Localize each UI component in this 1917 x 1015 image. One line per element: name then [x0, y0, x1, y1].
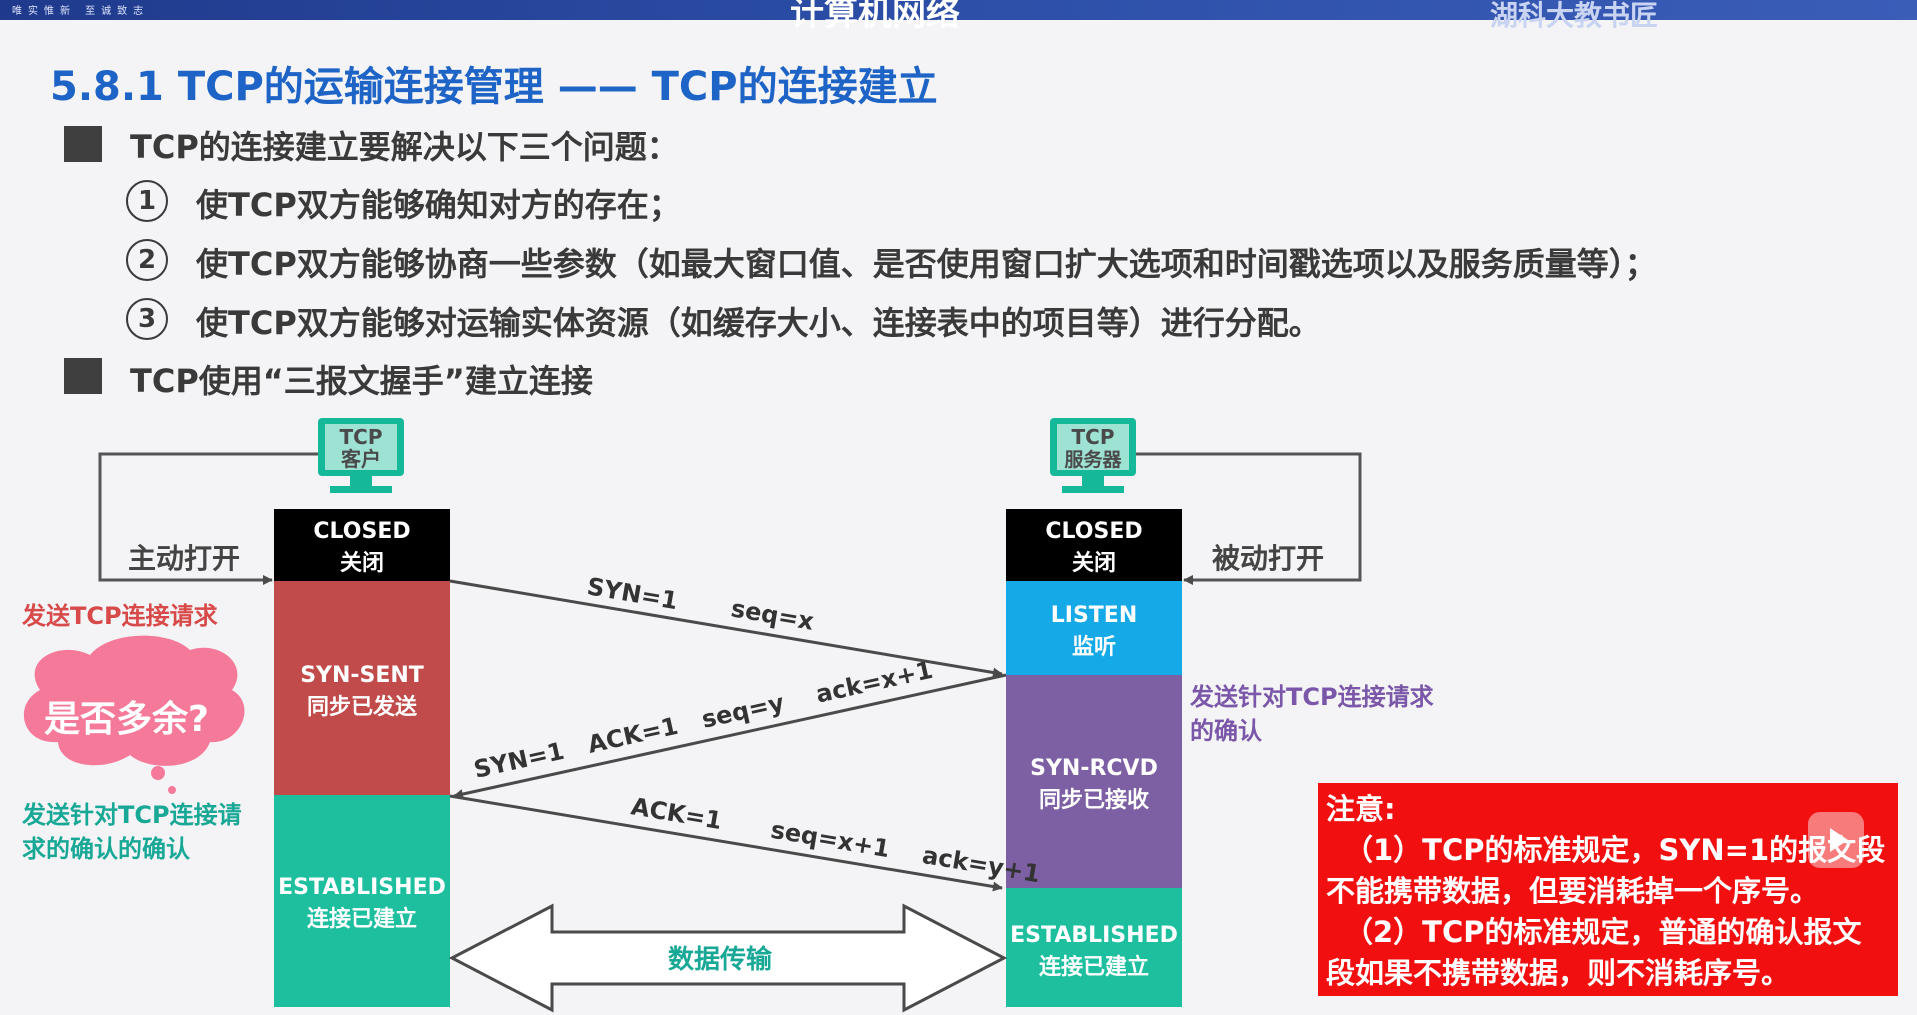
- bullet-text-1: TCP的连接建立要解决以下三个问题：: [130, 128, 679, 166]
- bullet-square: [64, 358, 102, 394]
- passive-open-arrow: [1136, 452, 1362, 585]
- video-play-icon[interactable]: [1808, 812, 1864, 868]
- server-monitor-line1: TCP: [1072, 425, 1115, 449]
- brand-watermark: 湖科大教书匠: [1490, 0, 1659, 32]
- client-state-established: [274, 795, 450, 1007]
- ack-label: ACK=1 seq=x+1 ack=y+1: [629, 792, 1042, 888]
- top-banner: 唯实惟新 至诚致志 计算机网络 湖科大教书匠: [0, 0, 1917, 34]
- ack-of-ack-label: 发送针对TCP连接请 求的确认的确认: [22, 798, 242, 866]
- data-transfer-arrow: [448, 903, 1008, 1013]
- problem-text-2: 使TCP双方能够协商一些参数（如最大窗口值、是否使用窗口扩大选项和时间戳选项以及…: [196, 245, 1657, 283]
- server-state-closed: [1006, 509, 1182, 581]
- note-line4: 段如果不携带数据，则不消耗序号。: [1326, 956, 1791, 990]
- server-ack-label: 发送针对TCP连接请求 的确认: [1190, 680, 1434, 748]
- client-state-closed: [274, 509, 450, 581]
- problem-text-1: 使TCP双方能够确知对方的存在；: [196, 186, 681, 224]
- send-request-label: 发送TCP连接请求: [22, 602, 218, 630]
- server-monitor-line2: 服务器: [1064, 448, 1122, 471]
- client-state-syn-sent: [274, 581, 450, 795]
- active-open-label: 主动打开: [128, 542, 240, 575]
- problem-text-3: 使TCP双方能够对运输实体资源（如缓存大小、连接表中的项目等）进行分配。: [196, 304, 1321, 342]
- note-heading: 注意:: [1326, 792, 1396, 826]
- bubble-text: 是否多余?: [44, 699, 209, 740]
- syn-ack-label: SYN=1 ACK=1 seq=y ack=x+1: [471, 656, 935, 784]
- client-synsent-name: SYN-SENT: [300, 663, 424, 688]
- client-established-name: ESTABLISHED: [278, 875, 446, 900]
- client-monitor-line1: TCP: [340, 425, 383, 449]
- thought-bubble: [23, 635, 245, 794]
- server-listen-cn: 监听: [1072, 634, 1116, 660]
- bullet-text-2: TCP使用“三报文握手”建立连接: [130, 362, 593, 400]
- server-closed-name: CLOSED: [1045, 519, 1142, 544]
- syn-label-a: SYN=1: [585, 572, 680, 615]
- server-state-syn-rcvd: [1006, 675, 1182, 888]
- number-circle: 1: [126, 180, 168, 222]
- syn-arrow: [449, 579, 1003, 678]
- server-closed-cn: 关闭: [1072, 551, 1116, 576]
- number-circle: 3: [126, 298, 168, 340]
- client-timeline: CLOSED 关闭 SYN-SENT 同步已发送 ESTABLISHED 连接已…: [274, 509, 450, 1007]
- server-listen-name: LISTEN: [1051, 603, 1138, 628]
- ack-of-ack-line2: 求的确认的确认: [22, 835, 190, 863]
- course-title: 计算机网络: [790, 0, 960, 34]
- client-closed-cn: 关闭: [340, 551, 384, 576]
- note-line3: （2）TCP的标准规定，普通的确认报文: [1344, 915, 1862, 949]
- client-monitor-line2: 客户: [340, 447, 381, 471]
- active-open-arrow: [98, 452, 318, 585]
- note-line1: （1）TCP的标准规定，SYN=1的报文段: [1344, 833, 1886, 867]
- server-ack-line1: 发送针对TCP连接请求: [1190, 683, 1434, 711]
- note-line2: 不能携带数据，但要消耗掉一个序号。: [1326, 874, 1820, 908]
- server-state-listen: [1006, 581, 1182, 675]
- ack-of-ack-line1: 发送针对TCP连接请: [22, 801, 242, 829]
- client-synsent-cn: 同步已发送: [307, 694, 417, 720]
- data-transfer-label: 数据传输: [668, 944, 773, 975]
- university-motto: 唯实惟新 至诚致志: [12, 6, 150, 17]
- note-box: 注意: （1）TCP的标准规定，SYN=1的报文段 不能携带数据，但要消耗掉一个…: [1318, 783, 1898, 996]
- bullet-square: [64, 126, 102, 162]
- client-closed-name: CLOSED: [313, 519, 410, 544]
- ack-arrow: [449, 794, 1003, 892]
- server-established-cn: 连接已建立: [1039, 954, 1149, 980]
- client-established-cn: 连接已建立: [307, 906, 417, 932]
- syn-ack-arrow: [453, 673, 1007, 799]
- server-monitor-icon: TCP 服务器: [1050, 418, 1136, 493]
- server-state-established: [1006, 888, 1182, 1007]
- server-established-name: ESTABLISHED: [1010, 923, 1178, 948]
- passive-open-label: 被动打开: [1212, 542, 1324, 575]
- number-circle: 2: [126, 239, 168, 281]
- server-synrcvd-name: SYN-RCVD: [1030, 756, 1158, 781]
- server-ack-line2: 的确认: [1190, 717, 1262, 745]
- client-monitor-icon: TCP 客户: [318, 418, 404, 493]
- server-synrcvd-cn: 同步已接收: [1039, 787, 1149, 813]
- slide-title: 5.8.1 TCP的运输连接管理 —— TCP的连接建立: [50, 64, 938, 110]
- server-timeline: CLOSED 关闭 LISTEN 监听 SYN-RCVD 同步已接收 ESTAB…: [1006, 509, 1182, 1007]
